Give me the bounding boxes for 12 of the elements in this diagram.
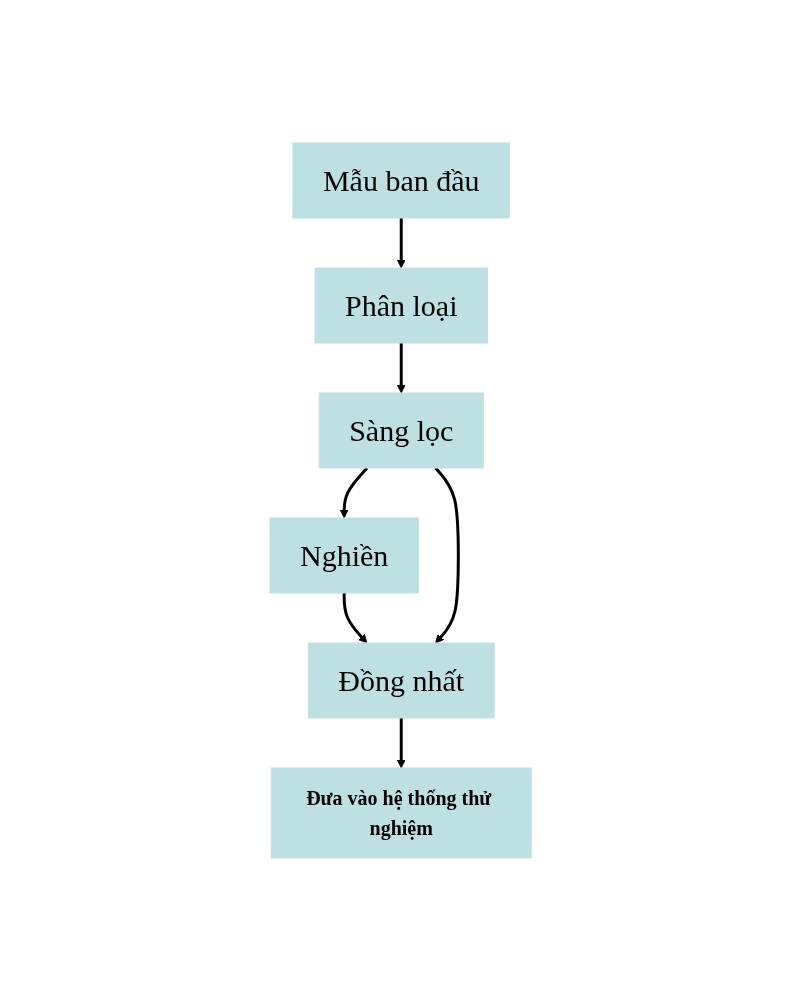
arrow: [397, 218, 406, 269]
arrow: [340, 467, 369, 519]
node-box: Sàng lọc: [319, 392, 485, 469]
node-box: Đưa vào hệ thống thử nghiệm: [271, 767, 533, 859]
arrow: [343, 593, 368, 644]
arrow: [397, 343, 406, 394]
node-box: Mẫu ban đầu: [292, 142, 511, 219]
node-box: Phân loại: [314, 267, 489, 344]
arrow: [397, 718, 406, 769]
node-box: Nghiền: [269, 517, 420, 594]
arrow: [434, 467, 461, 644]
node-box: Đồng nhất: [308, 642, 496, 719]
